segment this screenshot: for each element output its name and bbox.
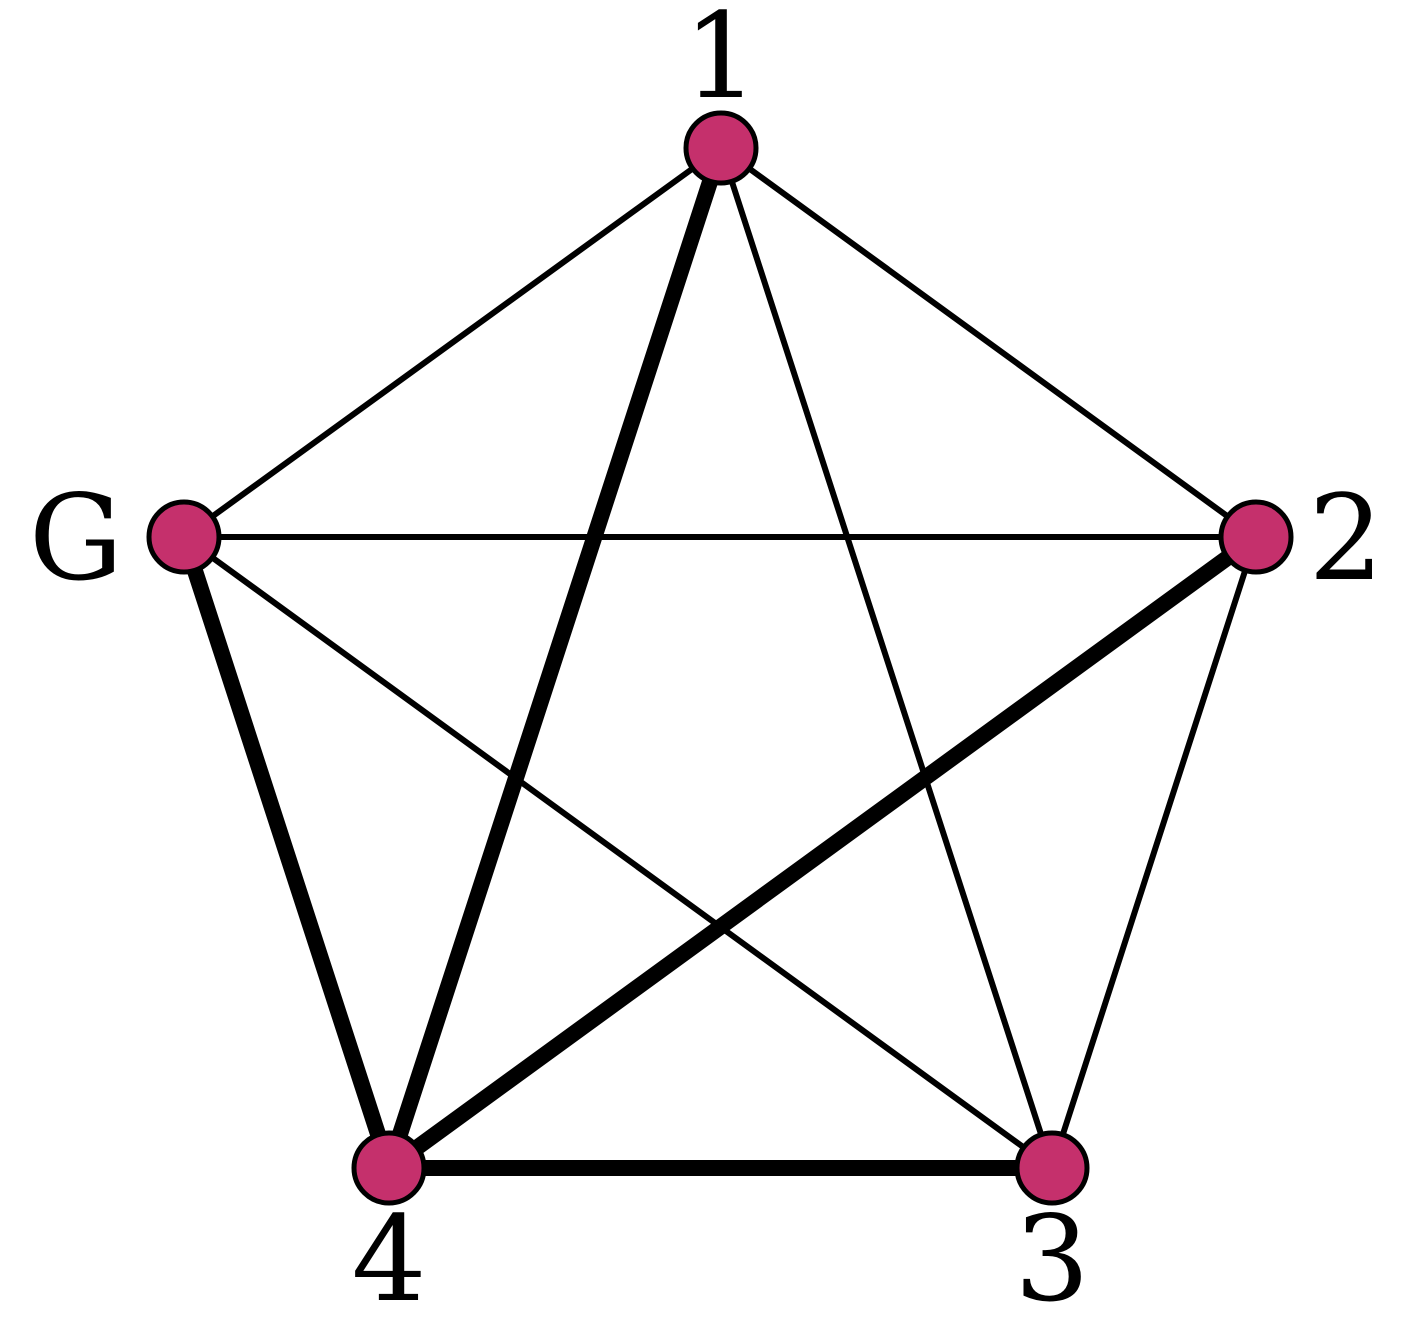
edge-2-4 — [381, 529, 1264, 1176]
node-label-G: G — [29, 469, 123, 607]
node-2[interactable] — [1218, 499, 1294, 575]
edge-4-G — [176, 529, 397, 1176]
node-3[interactable] — [1014, 1130, 1090, 1206]
edge-2-3 — [1049, 534, 1259, 1171]
edge-1-G — [181, 145, 724, 540]
edge-1-2 — [718, 145, 1259, 540]
node-1[interactable] — [683, 110, 759, 186]
node-label-4: 4 — [351, 1190, 426, 1328]
edges — [176, 140, 1264, 1176]
edge-1-3 — [718, 145, 1055, 1171]
labels: 1 2 3 4 G — [29, 0, 1384, 1328]
edge-1-4 — [381, 140, 729, 1176]
node-label-1: 1 — [683, 0, 758, 125]
node-G[interactable] — [146, 499, 222, 575]
edge-3-G — [181, 534, 1055, 1171]
node-4[interactable] — [351, 1130, 427, 1206]
node-label-2: 2 — [1308, 469, 1383, 607]
node-label-3: 3 — [1014, 1190, 1089, 1328]
nodes — [146, 110, 1294, 1206]
